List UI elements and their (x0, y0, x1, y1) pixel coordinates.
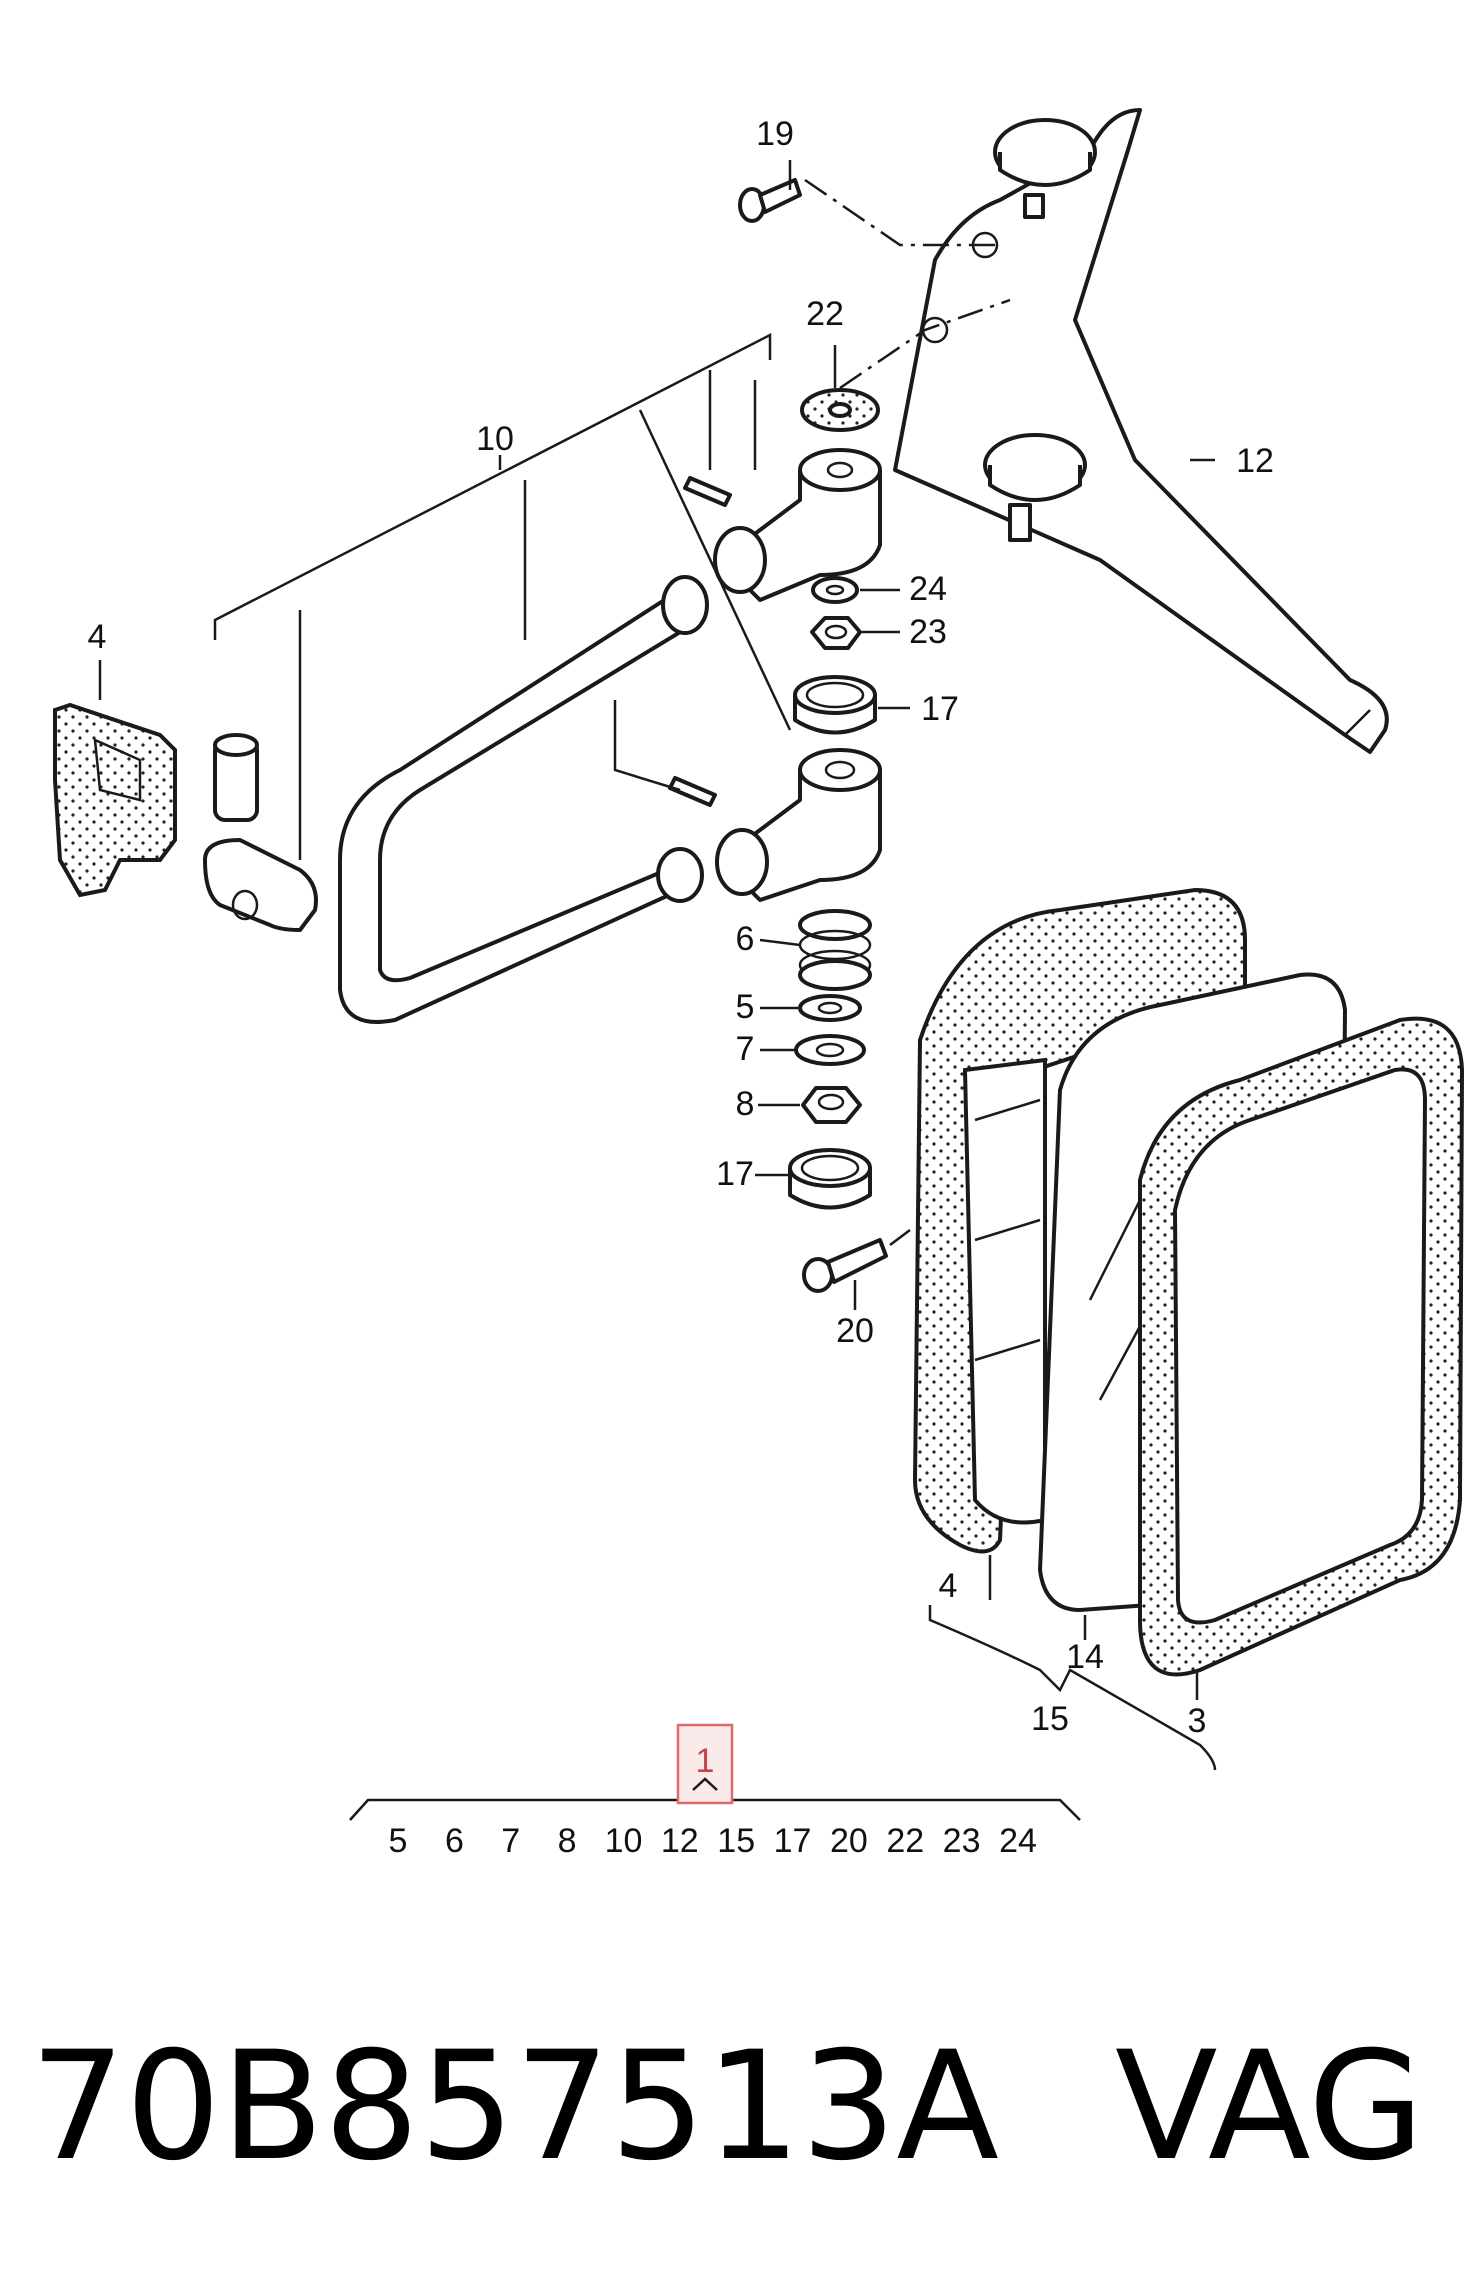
callout-leaders (98, 160, 1217, 1771)
included-part-23: 23 (943, 1822, 981, 1860)
included-part-7: 7 (501, 1822, 520, 1860)
callout-20: 20 (836, 1312, 874, 1350)
included-part-22: 22 (886, 1822, 924, 1860)
included-part-17: 17 (774, 1822, 812, 1860)
included-part-8: 8 (558, 1822, 577, 1860)
washer-7 (794, 1034, 866, 1066)
included-part-12: 12 (661, 1822, 699, 1860)
brand-name: VAG (1115, 2020, 1424, 2194)
callout-17-top: 17 (921, 690, 959, 728)
included-part-24: 24 (999, 1822, 1037, 1860)
upper-pivot-housing (683, 448, 882, 602)
mirror-frame-3 (1138, 1016, 1465, 1677)
bush-17-top (793, 675, 877, 735)
nut-8 (801, 1086, 862, 1124)
bush-17-bottom (788, 1148, 872, 1210)
included-part-10: 10 (605, 1822, 643, 1860)
callout-6: 6 (736, 920, 755, 958)
washer-24 (811, 576, 859, 604)
included-part-20: 20 (830, 1822, 868, 1860)
mirror-clip-4 (53, 702, 177, 898)
included-part-5: 5 (389, 1822, 408, 1860)
assembly-number-box (676, 1723, 734, 1805)
callout-10: 10 (476, 420, 514, 458)
callout-17-bottom: 17 (716, 1155, 754, 1193)
spring-6 (798, 909, 872, 991)
assembly-number: 1 (696, 1742, 715, 1780)
callout-5: 5 (736, 988, 755, 1026)
callout-7: 7 (736, 1030, 755, 1068)
callout-14: 14 (1066, 1638, 1104, 1676)
callout-4-top: 4 (88, 618, 107, 656)
callout-4-bottom: 4 (939, 1567, 958, 1605)
mirror-arm-tube (213, 332, 792, 1024)
callout-19: 19 (756, 115, 794, 153)
part-number: 70B857513A (30, 2020, 999, 2194)
washer-22 (800, 298, 1011, 432)
mirror-housing-4 (912, 887, 1247, 1554)
mirror-arm-bracket (893, 108, 1389, 754)
included-part-6: 6 (445, 1822, 464, 1860)
bolt-20 (802, 1229, 911, 1293)
callout-22: 22 (806, 295, 844, 333)
washer-5 (798, 994, 862, 1022)
included-part-15: 15 (717, 1822, 755, 1860)
callout-3: 3 (1188, 1702, 1207, 1740)
lower-pivot-housing (668, 748, 882, 902)
clamp-sleeve (203, 733, 318, 932)
nut-23 (810, 616, 862, 650)
callout-12: 12 (1236, 442, 1274, 480)
callout-24: 24 (909, 570, 947, 608)
callout-labels: 19 22 10 12 4 24 23 17 6 5 7 8 17 20 4 1… (88, 115, 1274, 1740)
callout-8: 8 (736, 1085, 755, 1123)
callout-15: 15 (1031, 1700, 1069, 1738)
callout-23: 23 (909, 613, 947, 651)
